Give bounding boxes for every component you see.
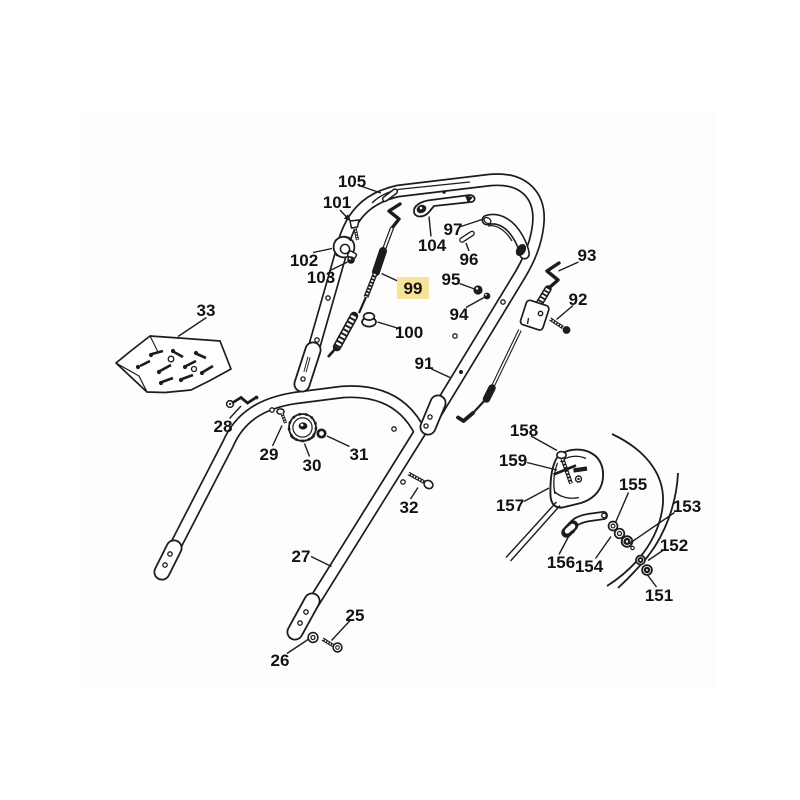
pin-96 [459,230,475,243]
part-label-156: 156 [547,553,575,572]
housing-cable [505,501,561,562]
part-label-104: 104 [418,236,447,255]
nut-94 [483,292,491,300]
part-label-101: 101 [323,193,351,212]
part-label-30: 30 [303,456,322,475]
part-label-157: 157 [496,496,524,515]
bolt-25 [321,637,343,653]
part-label-28: 28 [214,417,233,436]
part-label-33: 33 [197,301,216,320]
part-label-93: 93 [578,246,597,265]
leader-lines [177,185,675,655]
part-label-100: 100 [395,323,423,342]
part-label-97: 97 [444,220,463,239]
cable-guide-28 [225,395,259,409]
screw-158-159 [552,450,577,485]
part-label-159: 159 [499,451,527,470]
bolt-92 [549,317,571,334]
ball-95 [473,285,483,295]
washer-stack-151-152 [635,554,653,576]
part-label-152: 152 [660,536,688,555]
bag-screw-heads [135,348,205,386]
part-label-99: 99 [404,279,423,298]
throttle-lever-156 [561,511,608,538]
part-label-31: 31 [350,445,369,464]
washer-26 [307,631,319,644]
bag-screws [139,349,214,384]
part-label-92: 92 [569,290,588,309]
throttle-cable-93 [456,261,561,423]
clutch-cable-99 [327,202,402,358]
handle-knob-30 [287,412,318,443]
cable-clamp-102 [332,235,358,260]
bail-grip-97 [481,213,530,260]
part-label-32: 32 [400,498,419,517]
part-label-151: 151 [645,586,673,605]
hardware-bag [115,335,232,394]
lower-handle-tube [153,385,427,641]
nut-100 [361,312,377,328]
part-label-25: 25 [346,606,365,625]
part-label-27: 27 [292,547,311,566]
part-label-158: 158 [510,421,538,440]
part-label-102: 102 [290,251,318,270]
pin-105 [381,188,399,203]
part-label-29: 29 [260,445,279,464]
part-label-95: 95 [442,270,461,289]
washer-31 [316,428,327,439]
part-label-154: 154 [575,557,604,576]
highlighted-part-box [397,277,429,299]
bolt-101 [349,219,360,241]
part-label-91: 91 [415,354,434,373]
part-label-96: 96 [460,250,479,269]
grip-lever-104 [413,194,476,218]
upper-handle-tube [293,173,545,436]
part-label-105: 105 [338,172,366,191]
part-label-155: 155 [619,475,647,494]
cable-arcs-153 [606,433,679,589]
part-label-153: 153 [673,497,701,516]
part-label-26: 26 [271,651,290,670]
bolt-32 [407,471,434,490]
part-label-94: 94 [450,305,469,324]
part-label-103: 103 [307,268,335,287]
washer-103 [347,256,355,264]
bolt-29 [276,408,288,424]
